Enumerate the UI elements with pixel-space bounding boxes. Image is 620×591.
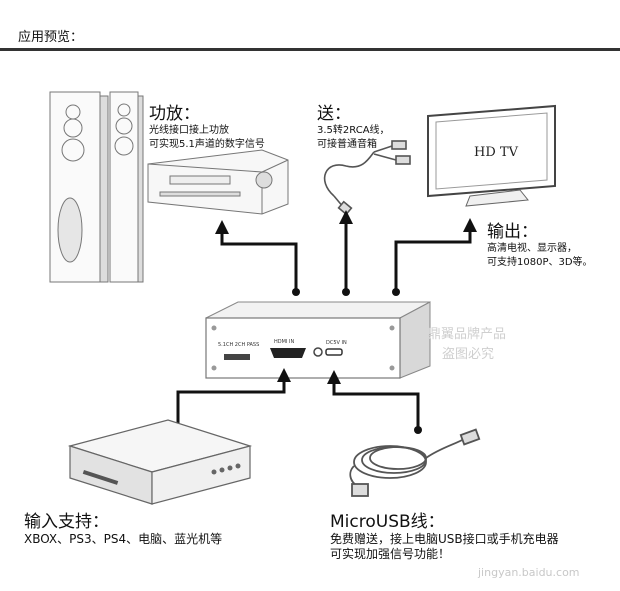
blu-ray-player-icon: [67, 419, 253, 505]
output-line-2: 可支持1080P、3D等。: [487, 257, 593, 268]
arrow-to-amp: [220, 232, 298, 292]
output-title: 输出：: [487, 222, 538, 242]
input-title: 输入支持：: [24, 512, 109, 532]
arrow-from-usb: [332, 382, 420, 430]
output-line-1: 高清电视、显示器，: [487, 243, 577, 254]
arrow-to-tv: [394, 230, 472, 292]
send-line-2: 可接普通音箱: [317, 139, 377, 150]
rca-cable-icon: [323, 140, 411, 216]
watermark-warning: 盗图必究: [442, 346, 494, 362]
header-divider: [0, 48, 620, 51]
usb-line-2: 可实现加强信号功能！: [330, 547, 451, 561]
usb-line-1: 免费赠送，接上电脑USB接口或手机充电器: [330, 532, 559, 546]
speakers-icon: [49, 91, 144, 283]
usb-cable-icon: [349, 428, 481, 497]
hdmi-port-label: HDMI IN: [274, 339, 294, 345]
dc-port-label: DC5V IN: [326, 340, 347, 346]
amp-line-1: 光线接口接上功放: [149, 125, 229, 136]
tv-icon: [427, 104, 556, 207]
tv-screen-text: HD TV: [474, 145, 519, 160]
arrow-from-player: [176, 380, 286, 432]
send-line-1: 3.5转2RCA线，: [317, 125, 390, 136]
usb-title: MicroUSB线：: [330, 512, 445, 532]
site-watermark: jingyan.baidu.com: [478, 566, 580, 579]
amp-line-2: 可实现5.1声道的数字信号: [149, 139, 265, 150]
input-line-1: XBOX、PS3、PS4、电脑、蓝光机等: [24, 532, 223, 546]
converter-device-icon: [205, 301, 431, 379]
watermark-brand: 鼎翼品牌产品: [428, 326, 506, 342]
amplifier-icon: [147, 149, 289, 215]
amp-title: 功放：: [149, 104, 200, 124]
switch-label: 5.1CH 2CH PASS: [218, 342, 259, 348]
send-title: 送：: [317, 104, 351, 124]
page-title: 应用预览：: [18, 30, 84, 45]
